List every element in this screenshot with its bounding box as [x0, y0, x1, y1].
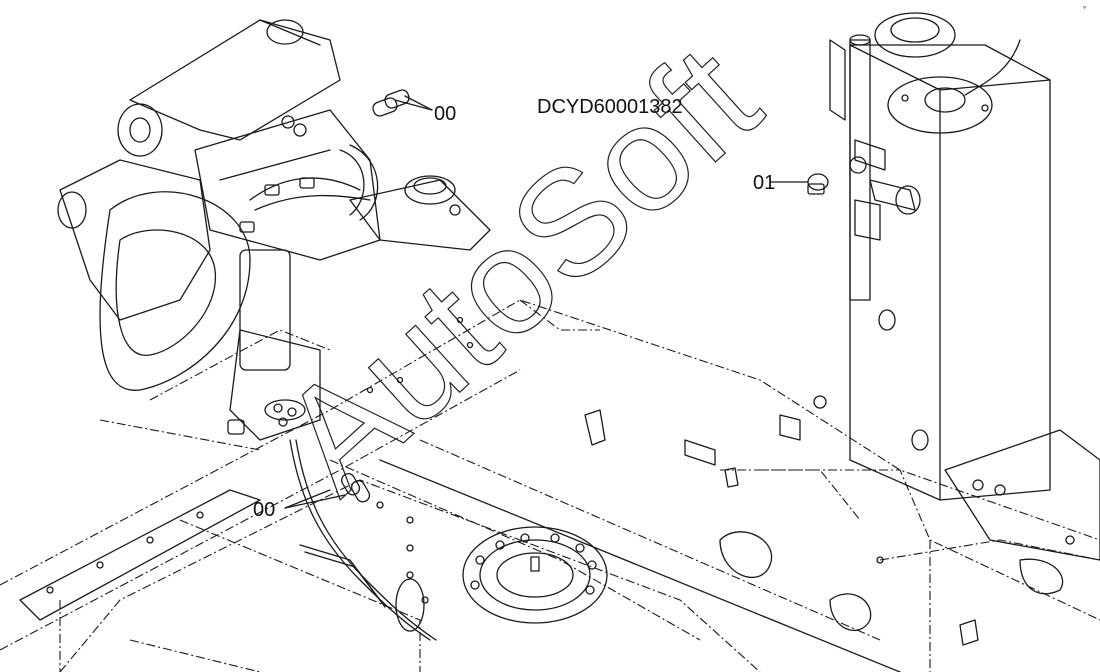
- cylinder-mount: [349, 175, 491, 251]
- callout-label-01: 01: [753, 172, 775, 194]
- fitting-01: [807, 173, 829, 195]
- main-frame: [0, 299, 1100, 672]
- pin-set-bottom: [340, 473, 371, 503]
- hydraulic-lines-lower: [289, 439, 437, 641]
- right-panel: [944, 429, 1100, 595]
- return-pipe: [829, 34, 921, 301]
- frame-holes: [46, 316, 884, 604]
- swing-bearing: [462, 526, 608, 624]
- callout-label-00-bottom: 00: [253, 499, 275, 521]
- hydraulic-tank: [849, 12, 1051, 501]
- leader-lines: [284, 95, 809, 509]
- brackets: [584, 395, 979, 646]
- drawing-id: DCYD60001382: [537, 96, 683, 118]
- swing-bracket: [57, 19, 341, 451]
- pin-set-top: [281, 89, 410, 137]
- hose-fittings-top: [239, 144, 379, 233]
- callout-label-00-top: 00: [434, 103, 456, 125]
- corner-mark: °: [1083, 5, 1086, 14]
